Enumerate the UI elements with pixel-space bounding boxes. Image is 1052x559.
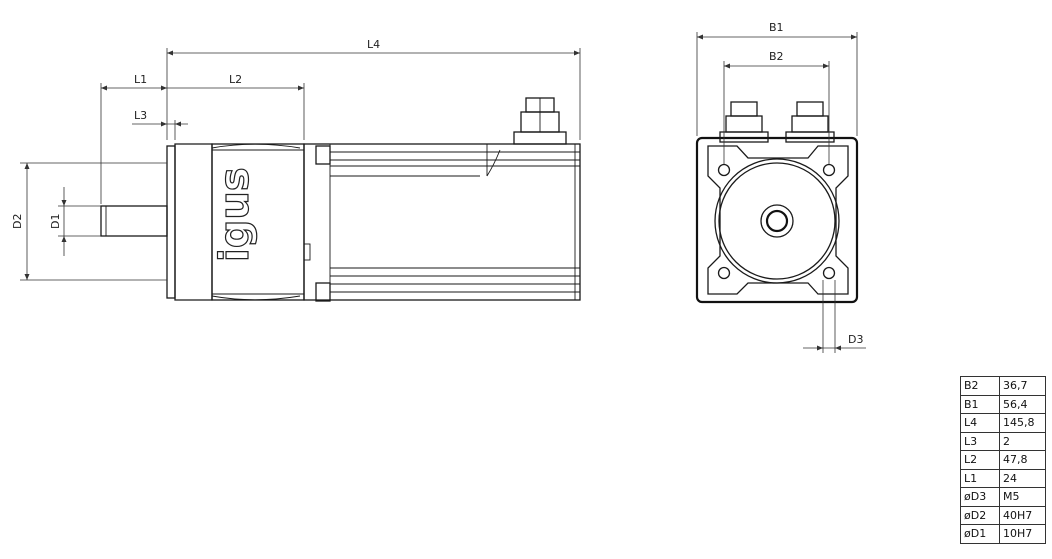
dim-label-L3: L3 (134, 109, 147, 122)
dimension-name: L4 (960, 413, 1000, 433)
dimension-value: 56,4 (999, 394, 1046, 414)
front-square (695, 136, 859, 304)
dimension-value: 36,7 (999, 376, 1046, 396)
pilot-circle (714, 158, 840, 284)
dimension-value: 10H7 (999, 524, 1046, 544)
motor-side-view: igus (100, 97, 581, 302)
dimension-name: B2 (960, 376, 1000, 396)
dim-label-L4: L4 (367, 38, 380, 51)
dimension-value: 40H7 (999, 505, 1046, 525)
dimension-name: L2 (960, 450, 1000, 470)
dimension-name: L3 (960, 431, 1000, 451)
bolt-hole (822, 266, 836, 280)
front-view-dimensions: B1 B2 D3 (696, 21, 866, 353)
dimension-value: M5 (999, 487, 1046, 507)
dimension-name: L1 (960, 468, 1000, 488)
dimension-value: 145,8 (999, 413, 1046, 433)
dimension-name: øD2 (960, 505, 1000, 525)
dim-label-L2: L2 (229, 73, 242, 86)
dimension-name: øD3 (960, 487, 1000, 507)
connector-base (513, 131, 567, 145)
dim-label-D2: D2 (11, 214, 24, 229)
bolt-hole (717, 266, 731, 280)
shaft-end (765, 209, 789, 233)
dimension-value: 24 (999, 468, 1046, 488)
dim-label-B1: B1 (769, 21, 784, 34)
dim-label-D3: D3 (848, 333, 863, 346)
motor-body (303, 143, 581, 301)
dimension-value: 47,8 (999, 450, 1046, 470)
side-view-dimensions: L4 L1 L2 L3 D2 D1 (11, 38, 581, 281)
dimension-value: 2 (999, 431, 1046, 451)
dim-label-B2: B2 (769, 50, 784, 63)
dimension-name: B1 (960, 394, 1000, 414)
igus-logo: igus (212, 167, 258, 262)
bolt-hole (822, 163, 836, 177)
dim-label-D1: D1 (49, 214, 62, 229)
flange-pilot (166, 145, 176, 299)
dimension-name: øD1 (960, 524, 1000, 544)
shaft (100, 205, 168, 237)
flange-housing (174, 143, 213, 301)
dim-label-L1: L1 (134, 73, 147, 86)
bolt-hole (717, 163, 731, 177)
motor-front-view (695, 101, 859, 304)
